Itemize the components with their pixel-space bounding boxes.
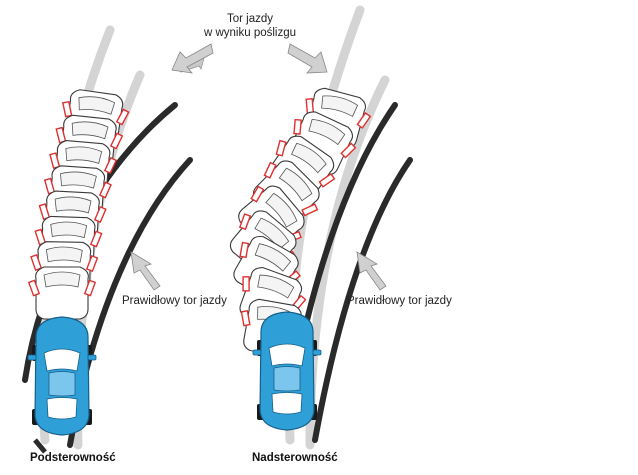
- correct-track: [312, 157, 413, 443]
- slide-path-label-line1: Tor jazdy: [226, 13, 274, 25]
- understeer-car: [27, 316, 97, 436]
- slide-path-label-line2: w wyniku poślizgu: [203, 27, 297, 39]
- arrow-slide-right: [287, 43, 328, 74]
- slide-path-label: Tor jazdy w wyniku poślizgu: [190, 12, 310, 40]
- correct-track: [297, 102, 398, 353]
- arrows: [130, 43, 387, 291]
- understeer-scene: [22, 25, 193, 454]
- oversteer-caption: Nadsterowność: [252, 452, 338, 464]
- oversteer-scene: [220, 5, 413, 450]
- correct-path-label-right: Prawidłowy tor jazdy: [347, 295, 452, 307]
- understeer-caption: Podsterowność: [30, 452, 116, 464]
- arrow-slide-left: [171, 43, 214, 74]
- oversteer-car: [252, 311, 322, 431]
- arrow-correct-right: [356, 251, 387, 291]
- correct-path-label-left: Prawidłowy tor jazdy: [122, 295, 227, 307]
- arrow-correct-left: [130, 251, 161, 291]
- tire-mark: [33, 438, 47, 454]
